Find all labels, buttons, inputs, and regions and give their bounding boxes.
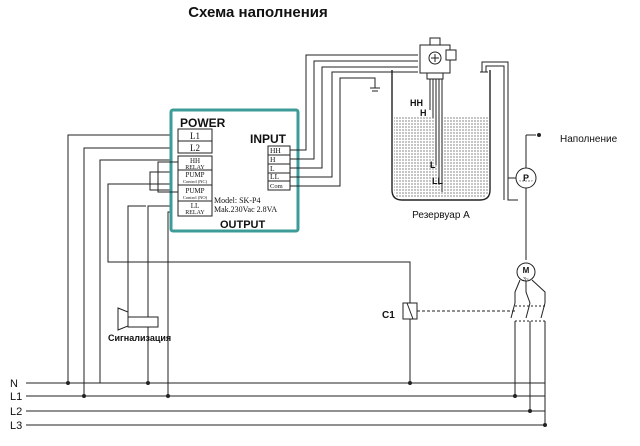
motor-wiring (510, 279, 546, 425)
controller-model: Model: SK-P4 (214, 196, 260, 205)
motor-symbol: M (523, 266, 530, 275)
contactor-c1: C1 (382, 302, 515, 383)
fill-pipe (480, 61, 518, 201)
terminal-l1: L1 (190, 131, 200, 141)
pump-symbol-label: P (523, 173, 529, 183)
output-ll-relay: RELAY (185, 210, 205, 216)
input-label: INPUT (250, 132, 287, 146)
bus-label-n: N (10, 378, 18, 390)
tank-label: Резервуар А (412, 210, 470, 221)
output-bridge (157, 161, 179, 193)
probe-l-label: L (430, 160, 436, 170)
motor-phase: 3~ (523, 277, 529, 283)
contactor-label: C1 (382, 310, 395, 321)
output-pump-no-sub: Control (NO) (183, 195, 208, 200)
diagram-title: Схема наполнения (188, 4, 328, 21)
input-l: L (270, 164, 275, 173)
power-bus: N L1 L2 L3 (10, 378, 547, 432)
output-hh-relay: RELAY (185, 165, 205, 171)
output-hh-label: HH (190, 157, 200, 165)
controller-rating: Mak.230Vac 2.8VA (214, 205, 277, 214)
output-label: OUTPUT (220, 219, 266, 231)
output-pump-nc-sub: Control (NC) (183, 179, 208, 184)
input-ll: LL (270, 172, 280, 181)
pump-label: Наполнение (560, 134, 618, 145)
probe-hh-label: HH (410, 98, 423, 108)
probe-ll-label: LL (432, 176, 443, 186)
bus-label-l3: L3 (10, 420, 22, 432)
input-com: Com (270, 183, 283, 190)
terminal-l2: L2 (190, 143, 200, 153)
alarm-label: Сигнализация (108, 333, 171, 343)
pump-symbol: P Наполнение (508, 133, 618, 260)
output-ll-label: LL (191, 202, 200, 210)
bus-label-l1: L1 (10, 391, 22, 403)
probe-rods (429, 79, 443, 192)
probe-h-label: H (420, 108, 427, 118)
input-h: H (270, 155, 276, 164)
bus-label-l2: L2 (10, 406, 22, 418)
alarm-horn: Сигнализация (108, 307, 171, 343)
output-pump-no-label: PUMP (185, 187, 204, 195)
motor: M 3~ (510, 262, 546, 425)
controller-unit: POWER INPUT OUTPUT L1 L2 HH RELAY PUMP C… (157, 108, 300, 233)
power-label: POWER (180, 116, 226, 130)
tank-water (394, 117, 488, 198)
probe-wiring (290, 54, 418, 187)
bus-junction-dots (66, 381, 547, 427)
output-pump-nc-label: PUMP (185, 171, 204, 179)
tank-reservoir: Резервуар А HH H L LL (391, 37, 491, 221)
input-hh: HH (270, 146, 281, 155)
